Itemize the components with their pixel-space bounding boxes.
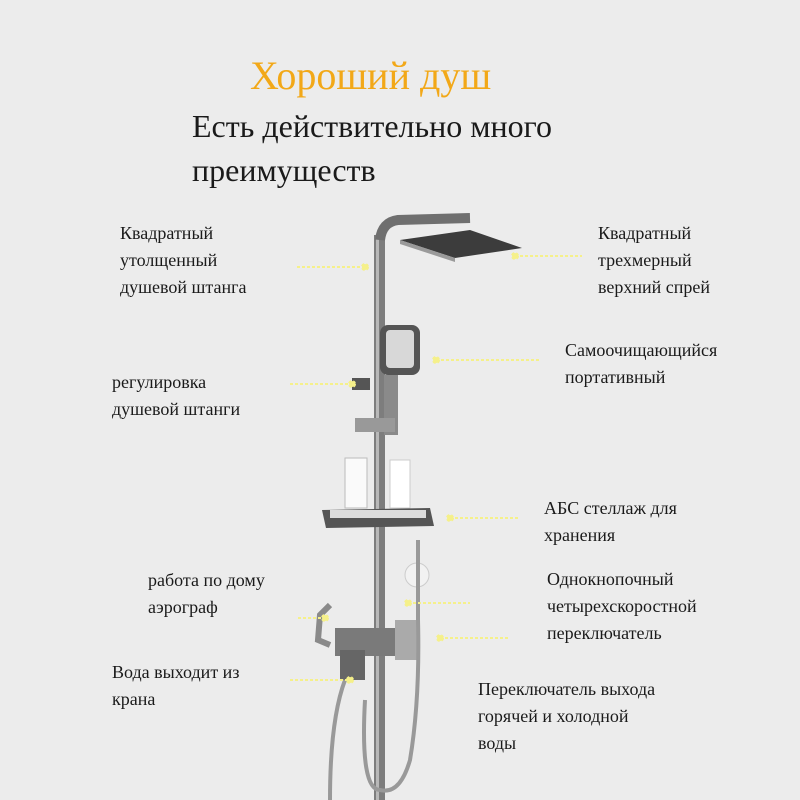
shower-arm <box>375 213 471 241</box>
subtitle-line-2: преимуществ <box>192 152 376 188</box>
subtitle-line-1: Есть действительно много <box>192 108 552 144</box>
hose <box>362 540 421 793</box>
top-spray-head <box>400 230 522 258</box>
sprayer <box>314 602 333 648</box>
page-title: Хороший душ <box>250 53 492 98</box>
bar-adjuster <box>352 378 370 390</box>
